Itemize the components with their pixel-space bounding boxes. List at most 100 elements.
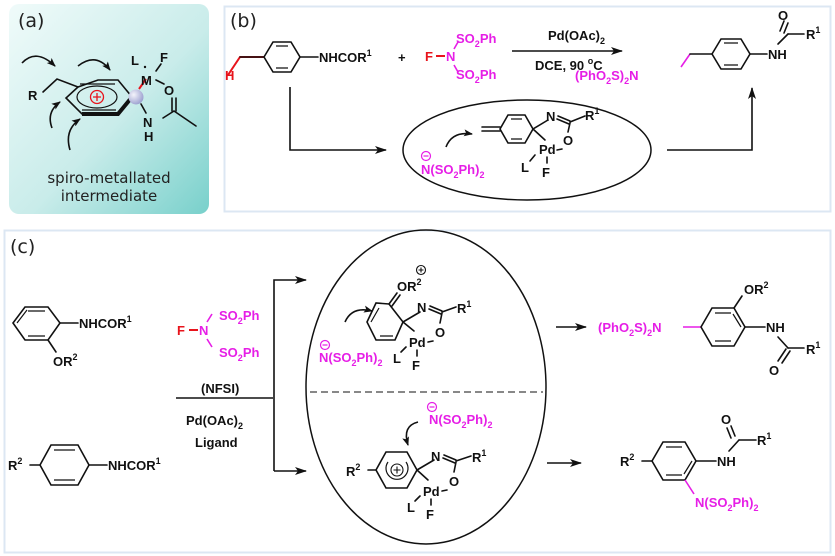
subscript: 2 bbox=[487, 420, 492, 430]
positive-charge-icon bbox=[415, 264, 427, 276]
R-label: R bbox=[346, 464, 356, 479]
svg-text:OR2: OR2 bbox=[744, 280, 769, 297]
svg-text:N(SO2Ph)2: N(SO2Ph)2 bbox=[429, 412, 492, 430]
subscript: 2 bbox=[647, 328, 652, 338]
superscript: 2 bbox=[417, 277, 422, 287]
panel-c-product-top: (PhO2S)2N OR2 NH O R1 bbox=[598, 280, 820, 378]
Pd-label: Pd bbox=[423, 484, 440, 499]
subscript: 2 bbox=[238, 316, 243, 326]
panel-a-letter: (a) bbox=[18, 10, 44, 32]
superscript: 1 bbox=[481, 448, 486, 458]
superscript: 2 bbox=[73, 352, 78, 362]
subscript: 2 bbox=[377, 358, 382, 368]
svg-text:OR2: OR2 bbox=[397, 277, 422, 294]
panel-a-caption-line1: spiro-metallated bbox=[47, 169, 170, 187]
panel-c-substrate-para: R2 NHCOR1 bbox=[8, 444, 161, 486]
phenyl-text: Ph bbox=[243, 308, 260, 323]
hydrogen-atom: H bbox=[225, 68, 234, 83]
atom-N: N bbox=[417, 300, 426, 315]
svg-text:SO2Ph: SO2Ph bbox=[456, 31, 496, 49]
mechanism-arrow-out bbox=[667, 87, 756, 151]
reagent-name: (NFSI) bbox=[201, 381, 239, 396]
svg-text:Pd(OAc)2: Pd(OAc)2 bbox=[186, 413, 243, 431]
superscript: 2 bbox=[355, 462, 360, 472]
svg-text:SO2Ph: SO2Ph bbox=[456, 67, 496, 85]
atom-L: L bbox=[521, 160, 529, 175]
panel-c-letter: (c) bbox=[10, 236, 35, 258]
NH-label: NH bbox=[717, 454, 736, 469]
svg-text:NHCOR1: NHCOR1 bbox=[319, 48, 372, 65]
panel-c: (c) NHCOR1 OR2 R2 NHCOR1 F N SO2Ph SO2P bbox=[3, 229, 832, 554]
curved-arrow-icon bbox=[402, 421, 419, 446]
subscript: 2 bbox=[238, 353, 243, 363]
anion-text: N(SO bbox=[429, 412, 462, 427]
atom-O: O bbox=[769, 363, 779, 378]
R-label: R bbox=[806, 342, 816, 357]
atom-F: F bbox=[412, 358, 420, 373]
atom-N: N bbox=[143, 115, 152, 130]
atom-O: O bbox=[563, 133, 573, 148]
svg-text:OR2: OR2 bbox=[53, 352, 78, 369]
amine-text: S) bbox=[611, 68, 624, 83]
panel-c-product-bottom: R2 NH O R1 N(SO2Ph)2 bbox=[620, 412, 771, 513]
R-label: R bbox=[457, 301, 467, 316]
svg-text:R1: R1 bbox=[806, 25, 820, 42]
subscript: 2 bbox=[454, 170, 459, 180]
svg-text:SO2Ph: SO2Ph bbox=[219, 308, 259, 326]
curved-arrow-icon bbox=[445, 129, 473, 148]
atom-F: F bbox=[425, 49, 433, 64]
svg-text:R2: R2 bbox=[620, 452, 634, 469]
phenyl-text: Ph bbox=[243, 345, 260, 360]
atom-O: O bbox=[435, 325, 445, 340]
atom-F: F bbox=[160, 50, 168, 65]
atom-N: N bbox=[199, 323, 208, 338]
panel-b-substrate: H NHCOR1 bbox=[225, 41, 372, 83]
panel-a-caption-line2: intermediate bbox=[61, 187, 158, 205]
atom-O: O bbox=[721, 412, 731, 427]
superscript: o bbox=[588, 56, 594, 66]
subscript: 2 bbox=[475, 39, 480, 49]
superscript: 1 bbox=[127, 314, 132, 324]
positive-charge-icon bbox=[390, 463, 404, 477]
panel-b-product: (PhO2S)2N NH O R1 bbox=[575, 8, 820, 86]
anion-text: Ph) bbox=[467, 412, 488, 427]
R-label: R bbox=[585, 108, 595, 123]
panel-b-letter: (b) bbox=[230, 10, 257, 32]
celsius-label: C bbox=[593, 58, 603, 73]
R-label: R bbox=[757, 433, 767, 448]
R-label: R bbox=[806, 27, 816, 42]
R-label: R bbox=[620, 454, 630, 469]
subscript: 2 bbox=[479, 170, 484, 180]
svg-text:R1: R1 bbox=[757, 431, 771, 448]
R-label: R bbox=[8, 458, 18, 473]
svg-text:R2: R2 bbox=[346, 462, 360, 479]
atom-O: O bbox=[449, 474, 459, 489]
svg-text:SO2Ph: SO2Ph bbox=[219, 345, 259, 363]
Pd-label: Pd bbox=[409, 335, 426, 350]
amide-group: NHCOR bbox=[108, 458, 156, 473]
svg-text:(PhO2S)2N: (PhO2S)2N bbox=[598, 320, 661, 338]
ligand-label: Ligand bbox=[195, 435, 238, 450]
subscript: 2 bbox=[600, 36, 605, 46]
svg-text:R1: R1 bbox=[472, 448, 486, 465]
amine-text: N(SO bbox=[695, 495, 728, 510]
subscript: 2 bbox=[475, 75, 480, 85]
svg-text:N(SO2Ph)2: N(SO2Ph)2 bbox=[319, 350, 382, 368]
amine-N: N bbox=[652, 320, 661, 335]
catalyst-label: Pd(OAc) bbox=[548, 28, 600, 43]
superscript: 2 bbox=[17, 456, 22, 466]
atom-F: F bbox=[426, 507, 434, 522]
atom-N: N bbox=[446, 49, 455, 64]
panel-b: (b) H NHCOR1 + F N SO2Ph SO2Ph Pd(OAc)2 … bbox=[223, 5, 832, 213]
oxonium-label: OR bbox=[397, 279, 417, 294]
negative-charge-icon bbox=[426, 401, 438, 413]
svg-text:R2: R2 bbox=[8, 456, 22, 473]
svg-text:NHCOR1: NHCOR1 bbox=[108, 456, 161, 473]
svg-text:(PhO2S)2N: (PhO2S)2N bbox=[575, 68, 638, 86]
panel-c-intermediate-bottom: N(SO2Ph)2 R2 N R1 O Pd L F bbox=[346, 401, 492, 522]
subscript: 2 bbox=[753, 503, 758, 513]
NH-label: NH bbox=[768, 47, 787, 62]
anion-text: Ph) bbox=[459, 162, 480, 177]
panel-c-intermediate-top: N(SO2Ph)2 OR2 N R1 O Pd L F bbox=[319, 264, 471, 373]
